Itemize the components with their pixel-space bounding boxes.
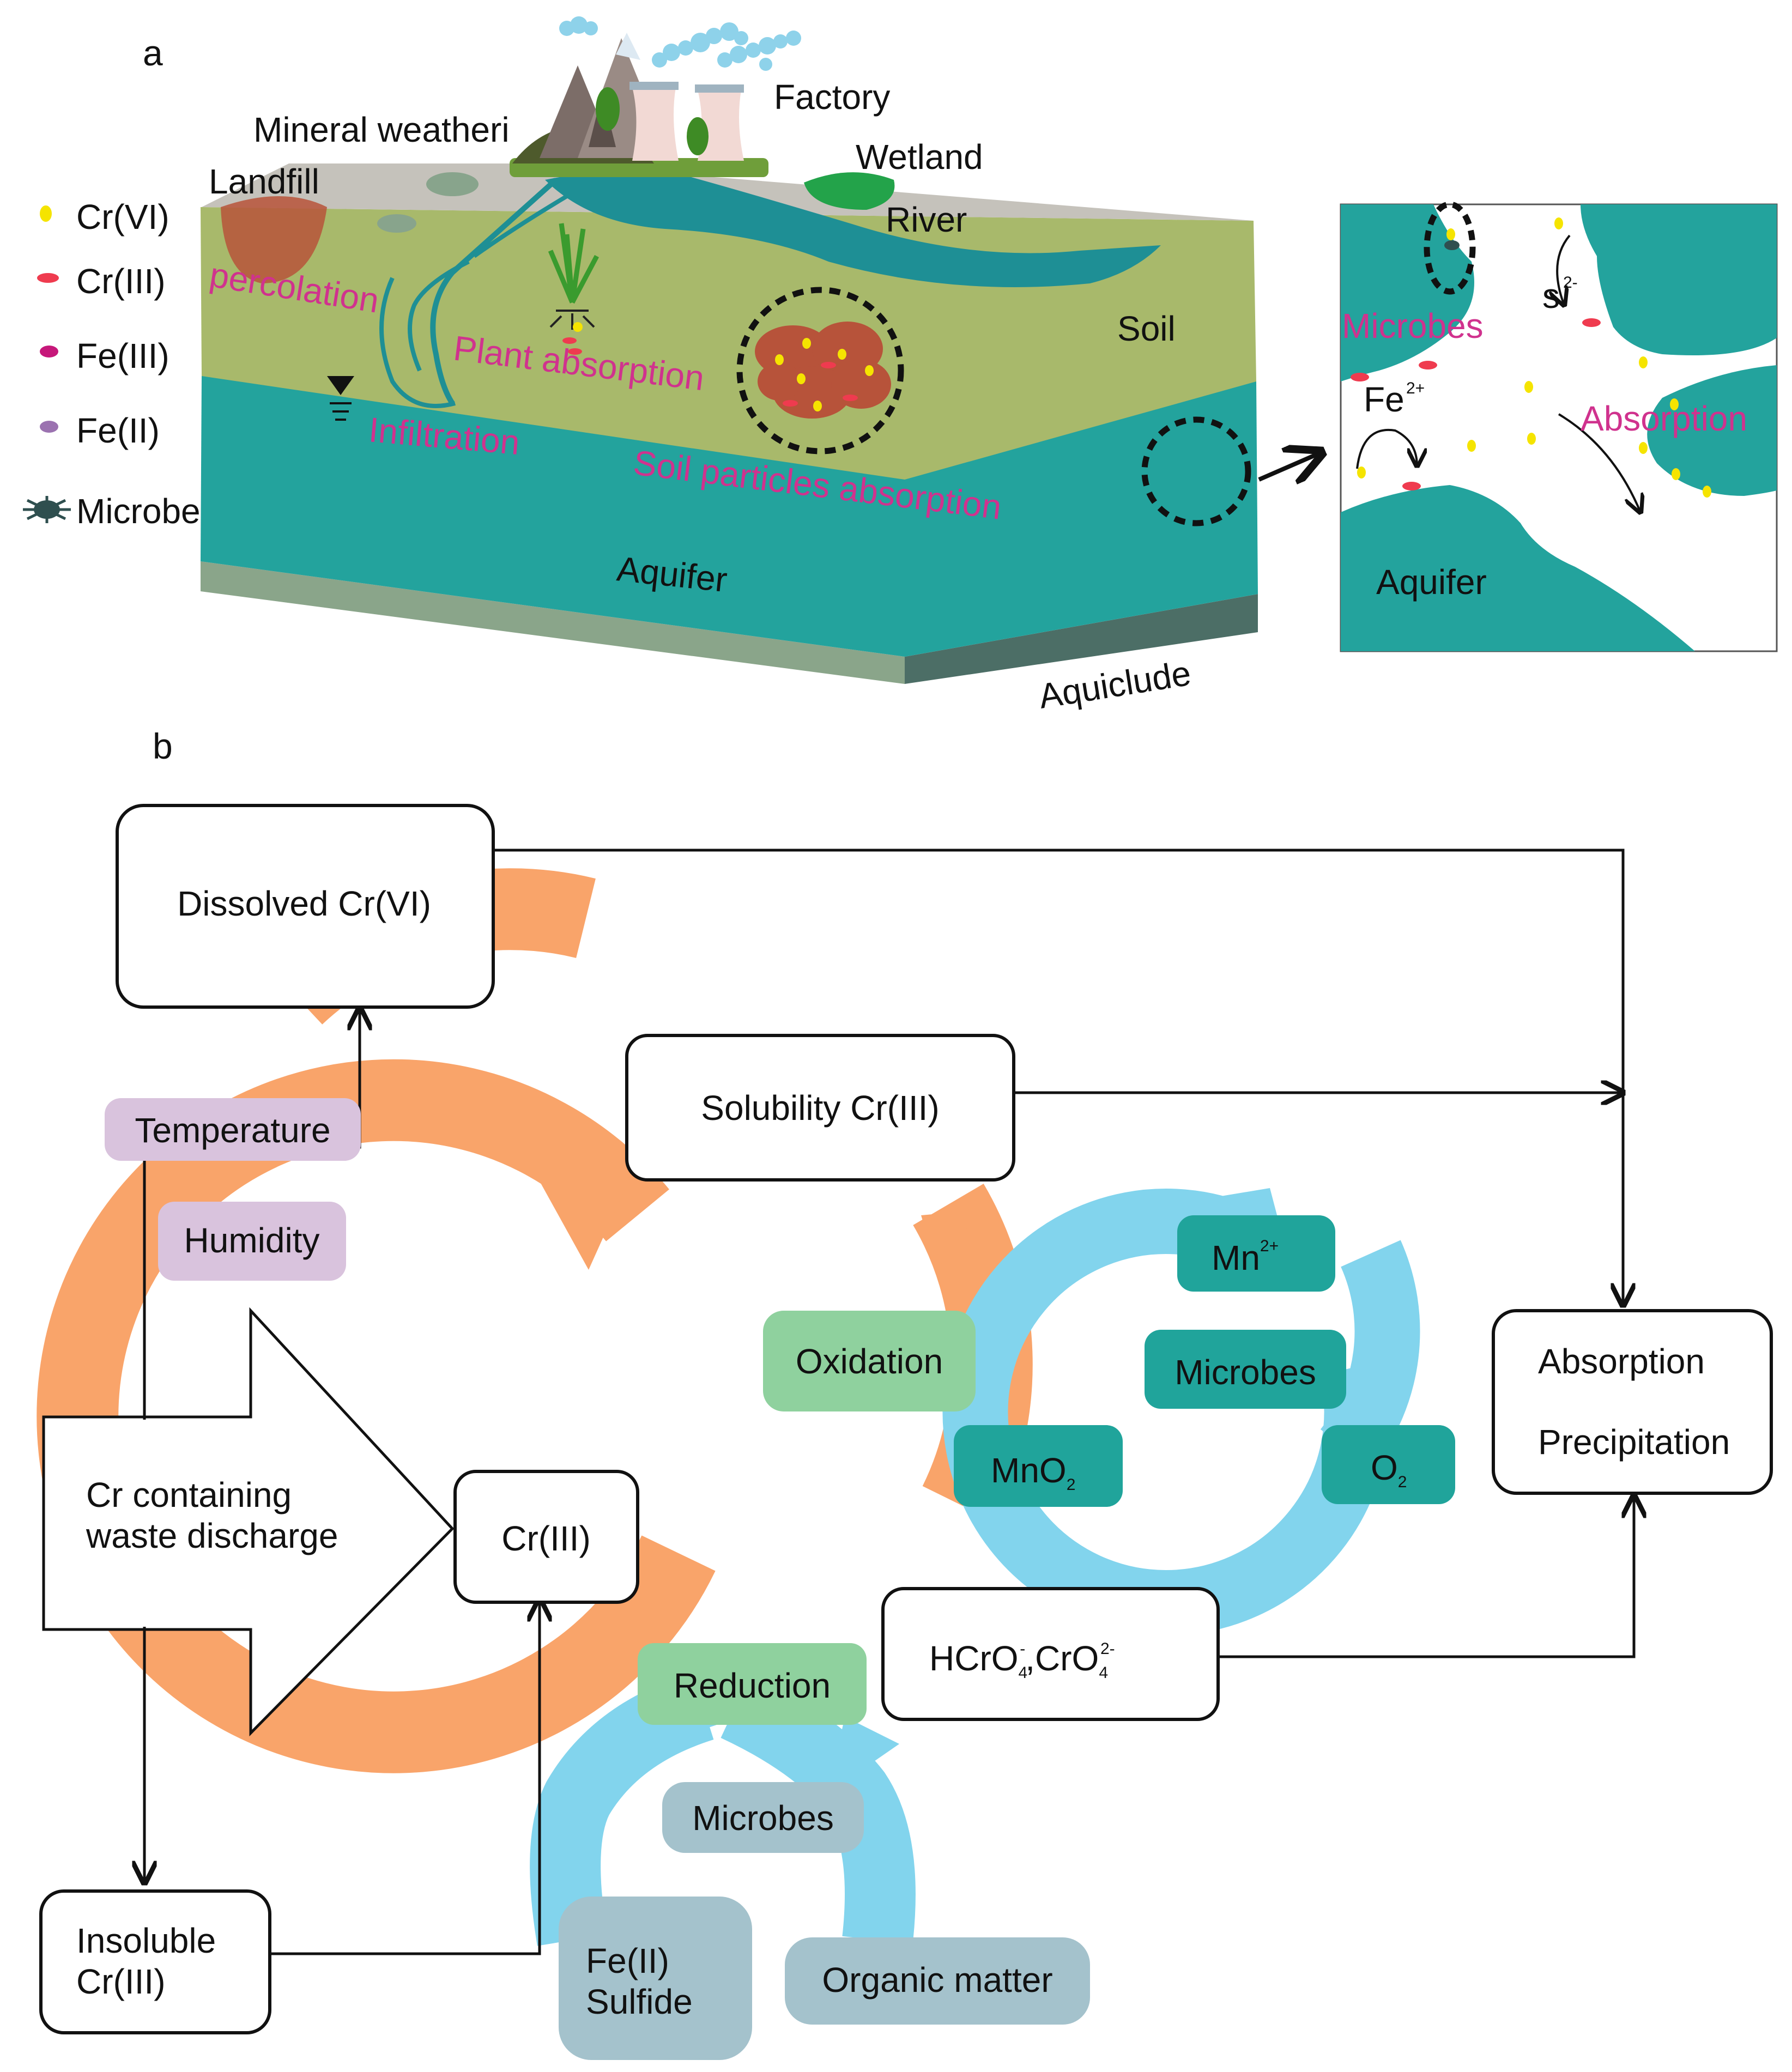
precipitation-text: Precipitation xyxy=(1538,1422,1730,1462)
mn2-text: Mn2+ xyxy=(1212,1237,1279,1277)
fe2-sulfide-tag xyxy=(559,1897,752,2060)
label-soil: Soil xyxy=(1117,309,1176,348)
aquiclude-right-face xyxy=(905,594,1258,684)
inset-label-microbes: Microbes xyxy=(1342,306,1484,346)
microbes-tag-bottom xyxy=(662,1782,864,1853)
legend-fe3-marker xyxy=(40,346,58,358)
label-river: River xyxy=(886,200,967,239)
waste-text-line2: waste discharge xyxy=(86,1516,338,1555)
o2-tag xyxy=(1322,1425,1455,1504)
soil-particles-cluster xyxy=(736,287,904,455)
legend-fe2-label: Fe(II) xyxy=(76,411,160,450)
label-aquiclude: Aquiclude xyxy=(1036,653,1194,716)
absorption-text: Absorption xyxy=(1538,1342,1705,1381)
insoluble-text-line1: Insoluble xyxy=(76,1921,216,1960)
legend-cr6-label: Cr(VI) xyxy=(76,197,169,237)
temperature-text: Temperature xyxy=(135,1111,330,1150)
solubility-cr3-box xyxy=(625,1034,1015,1182)
legend-cr6-marker xyxy=(40,205,52,222)
inset-label-s-sup: 2- xyxy=(1563,274,1578,292)
rock-small xyxy=(377,214,416,233)
legend: Cr(VI) Cr(III) Fe(III) Fe(II) Microbes xyxy=(23,197,218,531)
legend-cr3-marker xyxy=(37,273,59,283)
connector-chromate-to-absorption xyxy=(1216,1496,1634,1658)
reduction-tag xyxy=(638,1643,867,1725)
aquiclude-front-face xyxy=(201,561,905,684)
inset-zoom xyxy=(1340,201,1778,652)
chromate-text: HCrO4-,CrO42- xyxy=(929,1639,1115,1682)
mountain-factory-illustration xyxy=(510,16,801,177)
water-table-marker xyxy=(327,376,354,395)
label-landfill: Landfill xyxy=(209,162,319,201)
cr3-text: Cr(III) xyxy=(501,1519,591,1558)
mno2-text: MnO2 xyxy=(991,1451,1075,1494)
panel-b-letter: b xyxy=(153,726,173,766)
legend-cr3-label: Cr(III) xyxy=(76,262,166,301)
zoom-circle xyxy=(1141,416,1251,526)
wetland xyxy=(804,172,895,210)
inset-label-fe: Fe xyxy=(1364,380,1404,419)
infiltration-channel xyxy=(430,178,558,405)
dissolved-cr6-box xyxy=(116,804,495,1009)
oxidation-text: Oxidation xyxy=(796,1342,943,1381)
inset-label-aquifer: Aquifer xyxy=(1376,562,1487,602)
insoluble-cr3-box xyxy=(39,1889,271,2034)
groundwater-path xyxy=(379,277,456,408)
humidity-text: Humidity xyxy=(184,1221,320,1260)
mn2-tag xyxy=(1177,1215,1335,1292)
label-wetland: Wetland xyxy=(856,137,983,177)
panel-a-letter: a xyxy=(143,33,163,73)
plant-icon xyxy=(548,223,599,355)
cr3-box xyxy=(453,1470,639,1604)
inset-label-absorption: Absorption xyxy=(1581,399,1747,438)
connector-insoluble-to-cr3 xyxy=(270,1600,540,1955)
zoom-arrow xyxy=(1258,452,1322,480)
solubility-cr3-text: Solubility Cr(III) xyxy=(701,1088,939,1128)
o2-text: O2 xyxy=(1371,1448,1407,1491)
legend-microbes-label: Microbes xyxy=(76,492,218,531)
label-factory: Factory xyxy=(774,77,890,117)
insoluble-text-line2: Cr(III) xyxy=(76,1962,166,2001)
dissolved-cr6-text: Dissolved Cr(VI) xyxy=(177,884,431,923)
microbes-tag-top xyxy=(1145,1330,1346,1409)
sulfide-text: Sulfide xyxy=(586,1982,693,2021)
percolation-channel xyxy=(408,194,568,372)
oxidation-tag xyxy=(763,1311,976,1411)
absorption-precipitation-box xyxy=(1492,1309,1773,1495)
organic-matter-tag xyxy=(785,1937,1090,2025)
landfill-pit xyxy=(221,196,327,283)
connector-dissolved-to-absorption xyxy=(491,849,1623,1305)
label-mineral-weathering: Mineral weatheri xyxy=(253,110,510,149)
rock xyxy=(426,172,479,196)
reduction-text: Reduction xyxy=(674,1666,831,1705)
chromate-box xyxy=(881,1587,1220,1721)
humidity-tag xyxy=(158,1202,346,1281)
fe2-text: Fe(II) xyxy=(586,1941,669,1980)
temperature-tag xyxy=(105,1098,361,1161)
microbes-bottom-text: Microbes xyxy=(692,1798,834,1838)
legend-fe2-marker xyxy=(40,421,58,433)
inset-label-s: s xyxy=(1542,276,1560,316)
block-diagram xyxy=(201,163,1322,684)
river xyxy=(545,170,1161,287)
microbe-icon xyxy=(23,496,71,523)
organic-matter-text: Organic matter xyxy=(822,1960,1052,2000)
microbes-top-text: Microbes xyxy=(1175,1353,1316,1392)
legend-fe3-label: Fe(III) xyxy=(76,336,169,375)
mno2-tag xyxy=(954,1425,1123,1507)
inset-label-fe-sup: 2+ xyxy=(1406,379,1425,397)
waste-text-line1: Cr containing xyxy=(86,1475,292,1514)
